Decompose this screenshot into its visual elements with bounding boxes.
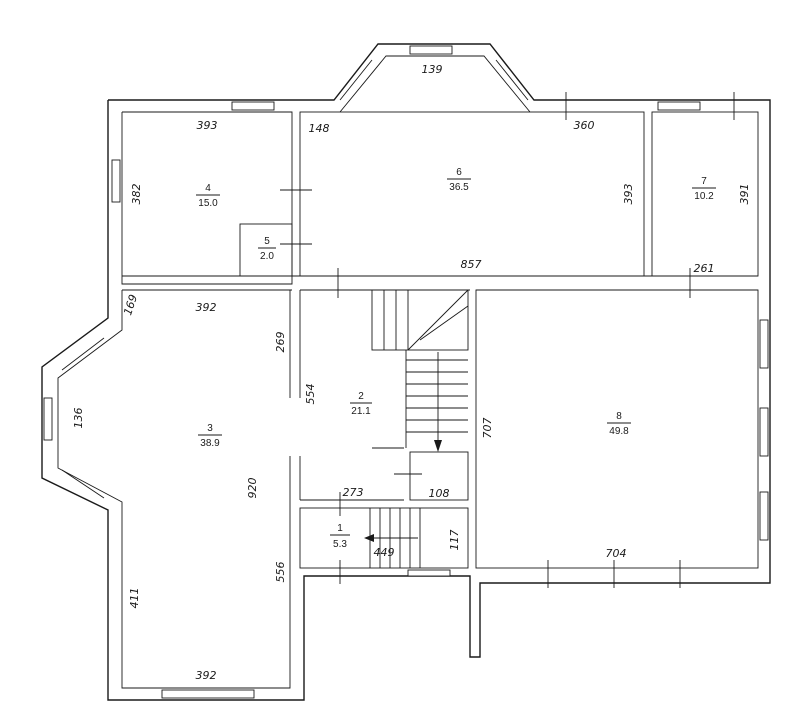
room-1-wall [299,507,469,569]
window [759,407,769,457]
window-diag [495,59,529,101]
dimension-label: 920 [246,478,259,499]
room-area: 49.8 [609,426,629,437]
dimension-label: 393 [622,184,635,205]
room-8-wall [475,289,759,569]
room-area: 10.2 [694,191,714,202]
dimension-label: 148 [309,122,330,135]
room-5-wall [239,223,293,277]
room-3-wall [57,290,291,689]
room-number: 1 [337,523,343,534]
bay-inner-line [339,55,531,113]
window [409,45,453,55]
window-diag [61,469,105,499]
stair-arrow-head [434,440,442,452]
dimension-label: 857 [461,258,482,271]
window [759,491,769,541]
dimension-label: 707 [481,418,494,439]
room-number: 4 [205,183,211,194]
room-number: 5 [264,236,270,247]
stair-step [419,305,469,341]
door-ticks [280,92,735,588]
window [111,159,121,203]
room-number: 8 [616,411,622,422]
room-label-7: 7 10.2 [692,176,716,202]
stair-step [407,289,469,351]
room-area: 5.3 [333,539,347,550]
dimension-label: 360 [574,119,595,132]
dimension-label: 169 [121,293,140,317]
room-labels: 1 5.3 2 21.1 3 38.9 4 15.0 5 2.0 6 36.5 [196,167,716,550]
room-area: 38.9 [200,438,220,449]
dimension-label: 391 [738,184,751,205]
window [657,101,701,111]
dimension-label: 273 [343,486,364,499]
dimension-label: 139 [422,63,443,76]
dimension-label: 704 [606,547,627,560]
room-area: 21.1 [351,406,371,417]
dimension-label: 108 [429,487,450,500]
walls [41,43,771,701]
window [43,397,53,441]
room-number: 7 [701,176,707,187]
window [231,101,275,111]
windows [43,45,769,699]
dimension-label: 554 [304,384,317,405]
stair-upper [371,289,469,351]
dimension-label: 392 [196,669,217,682]
dimension-label: 393 [197,119,218,132]
dimension-label: 449 [374,546,395,559]
outer-wall [41,43,771,701]
dimension-label: 392 [196,301,217,314]
room-area: 36.5 [449,182,469,193]
dimension-label: 556 [274,562,287,583]
dimension-label: 117 [448,530,461,551]
room-108 [409,451,469,501]
inner-outer-wall [121,111,293,285]
dimension-label: 136 [72,408,85,429]
room-area: 2.0 [260,251,274,262]
window [161,689,255,699]
dimension-label: 411 [128,588,141,609]
dimension-labels: 139 393 148 360 382 393 391 857 261 169 … [72,63,751,682]
room-number: 2 [358,391,364,402]
window [407,569,451,577]
room-area: 15.0 [198,198,218,209]
room-label-1: 1 5.3 [330,523,350,550]
dimension-label: 269 [274,332,287,353]
room-6-wall [299,111,645,277]
dimension-label: 382 [130,184,143,205]
window-diag [61,337,105,371]
room-label-3: 3 38.9 [198,423,222,449]
room-number: 6 [456,167,462,178]
stair-arrow-head [364,534,374,542]
room-label-4: 4 15.0 [196,183,220,209]
room-label-5: 5 2.0 [258,236,276,262]
room-label-8: 8 49.8 [607,411,631,437]
room-number: 3 [207,423,213,434]
room-label-2: 2 21.1 [350,391,372,417]
window [759,319,769,369]
dimension-label: 261 [694,262,715,275]
stairs [364,289,469,568]
room-label-6: 6 36.5 [447,167,471,193]
window-diag [339,59,373,101]
